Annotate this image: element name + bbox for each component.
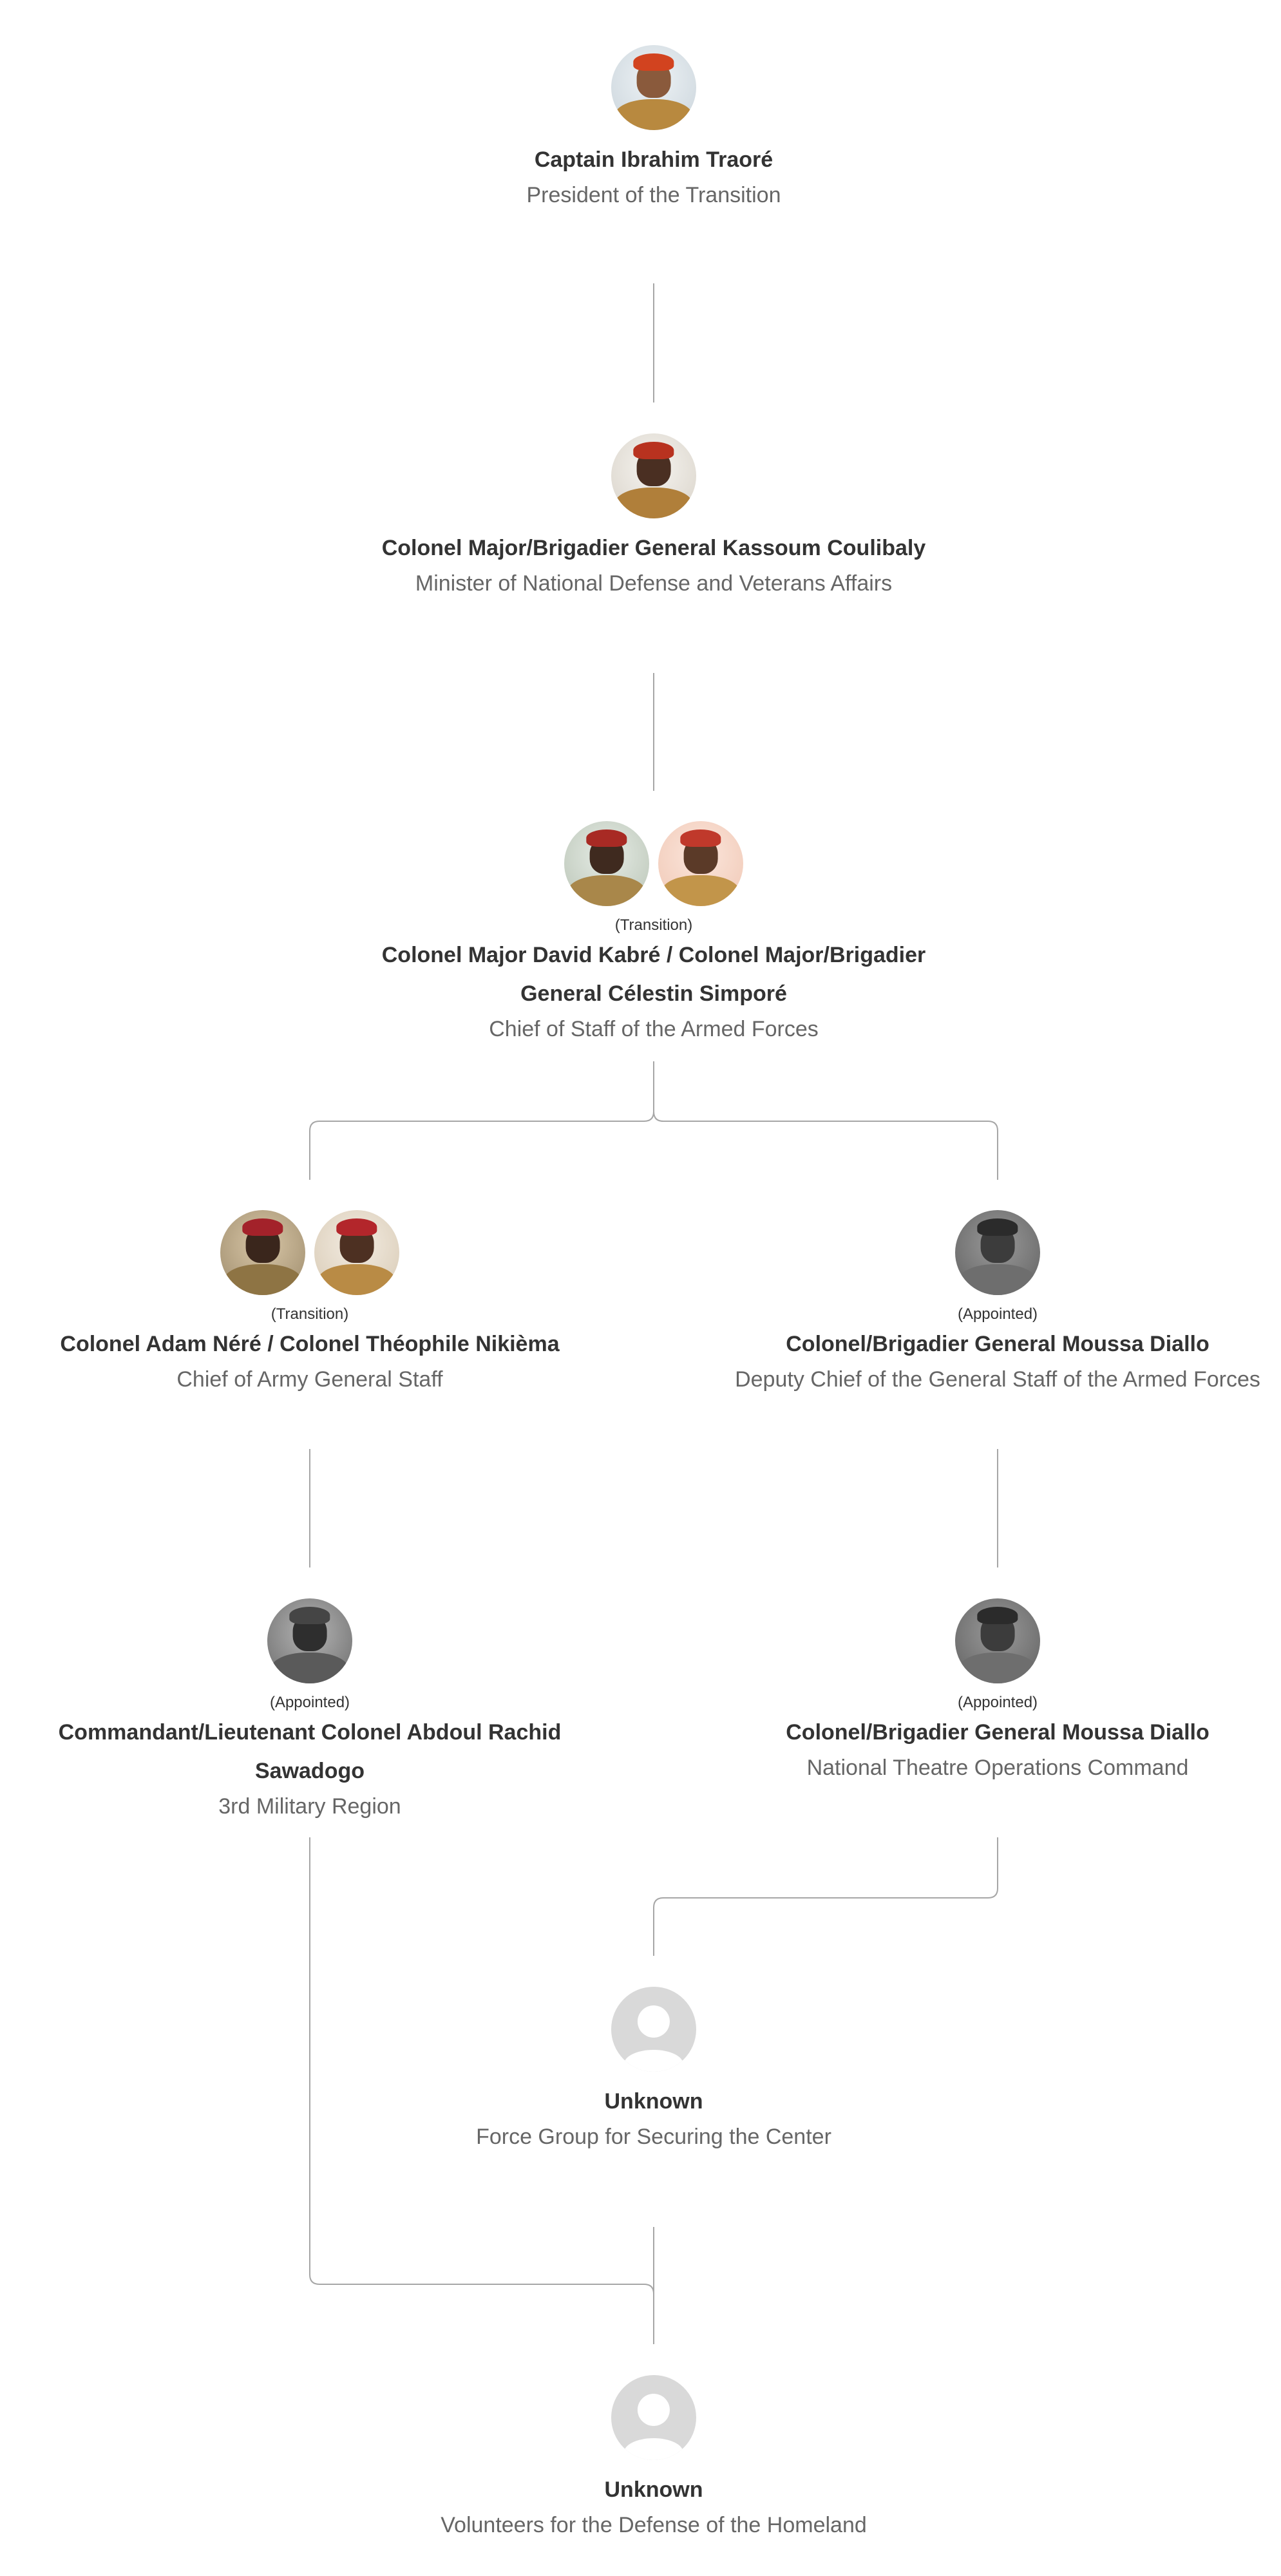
- org-node-deputy-chief: (Appointed) Colonel/Brigadier General Mo…: [714, 1210, 1281, 1396]
- officer-photo: [220, 1210, 305, 1295]
- node-name: Colonel Major/Brigadier General Kassoum …: [381, 536, 926, 560]
- org-node-force-group: Unknown Force Group for Securing the Cen…: [332, 1987, 976, 2153]
- org-node-military-region: (Appointed) Commandant/Lieutenant Colone…: [7, 1598, 612, 1823]
- officer-photo: [611, 433, 696, 518]
- connector-chief-of-staff-to-army-chief: [309, 1061, 654, 1180]
- node-name: Colonel Major David Kabré / Colonel Majo…: [381, 943, 926, 1006]
- org-node-defense-minister: Colonel Major/Brigadier General Kassoum …: [332, 433, 976, 600]
- node-note: (Appointed): [957, 1694, 1038, 1711]
- node-note: (Appointed): [269, 1694, 350, 1711]
- node-name: Commandant/Lieutenant Colonel Abdoul Rac…: [58, 1720, 562, 1783]
- node-note: (Transition): [614, 916, 693, 934]
- org-node-theatre-command: (Appointed) Colonel/Brigadier General Mo…: [714, 1598, 1281, 1784]
- person-placeholder-icon: [611, 1987, 696, 2072]
- avatar-group: [332, 433, 976, 518]
- person-placeholder-icon: [611, 2375, 696, 2460]
- connector-theatre-command-to-force-group: [653, 1837, 998, 1956]
- node-note: (Appointed): [957, 1305, 1038, 1323]
- avatar-group: [332, 45, 976, 130]
- avatar-group: [7, 1210, 612, 1295]
- node-role: 3rd Military Region: [218, 1794, 401, 1819]
- node-role: Deputy Chief of the General Staff of the…: [735, 1367, 1260, 1392]
- node-role: Volunteers for the Defense of the Homela…: [441, 2513, 867, 2537]
- officer-photo: [955, 1210, 1040, 1295]
- node-role: National Theatre Operations Command: [806, 1756, 1189, 1780]
- officer-photo: [564, 821, 649, 906]
- officer-photo: [955, 1598, 1040, 1683]
- avatar-group: [332, 821, 976, 906]
- officer-photo: [611, 45, 696, 130]
- node-role: President of the Transition: [526, 183, 781, 207]
- officer-photo: [658, 821, 743, 906]
- node-role: Chief of Army General Staff: [176, 1367, 443, 1392]
- node-name: Colonel/Brigadier General Moussa Diallo: [786, 1720, 1210, 1745]
- avatar-group: [332, 1987, 976, 2072]
- avatar-group: [7, 1598, 612, 1683]
- avatar-group: [714, 1210, 1281, 1295]
- node-note: (Transition): [270, 1305, 349, 1323]
- node-role: Force Group for Securing the Center: [476, 2125, 831, 2149]
- avatar-group: [714, 1598, 1281, 1683]
- org-node-president: Captain Ibrahim Traoré President of the …: [332, 45, 976, 211]
- avatar-group: [332, 2375, 976, 2460]
- node-name: Colonel Adam Néré / Colonel Théophile Ni…: [60, 1332, 560, 1356]
- node-name: Unknown: [604, 2089, 703, 2114]
- connector-chief-of-staff-to-deputy-chief: [653, 1111, 998, 1180]
- node-name: Unknown: [604, 2477, 703, 2502]
- officer-photo: [267, 1598, 352, 1683]
- node-role: Chief of Staff of the Armed Forces: [489, 1017, 819, 1041]
- node-name: Colonel/Brigadier General Moussa Diallo: [786, 1332, 1210, 1356]
- org-node-volunteers: Unknown Volunteers for the Defense of th…: [332, 2375, 976, 2541]
- org-node-army-chief: (Transition) Colonel Adam Néré / Colonel…: [7, 1210, 612, 1396]
- node-name: Captain Ibrahim Traoré: [534, 147, 773, 172]
- org-node-chief-of-staff: (Transition) Colonel Major David Kabré /…: [332, 821, 976, 1045]
- node-role: Minister of National Defense and Veteran…: [415, 571, 893, 596]
- officer-photo: [314, 1210, 399, 1295]
